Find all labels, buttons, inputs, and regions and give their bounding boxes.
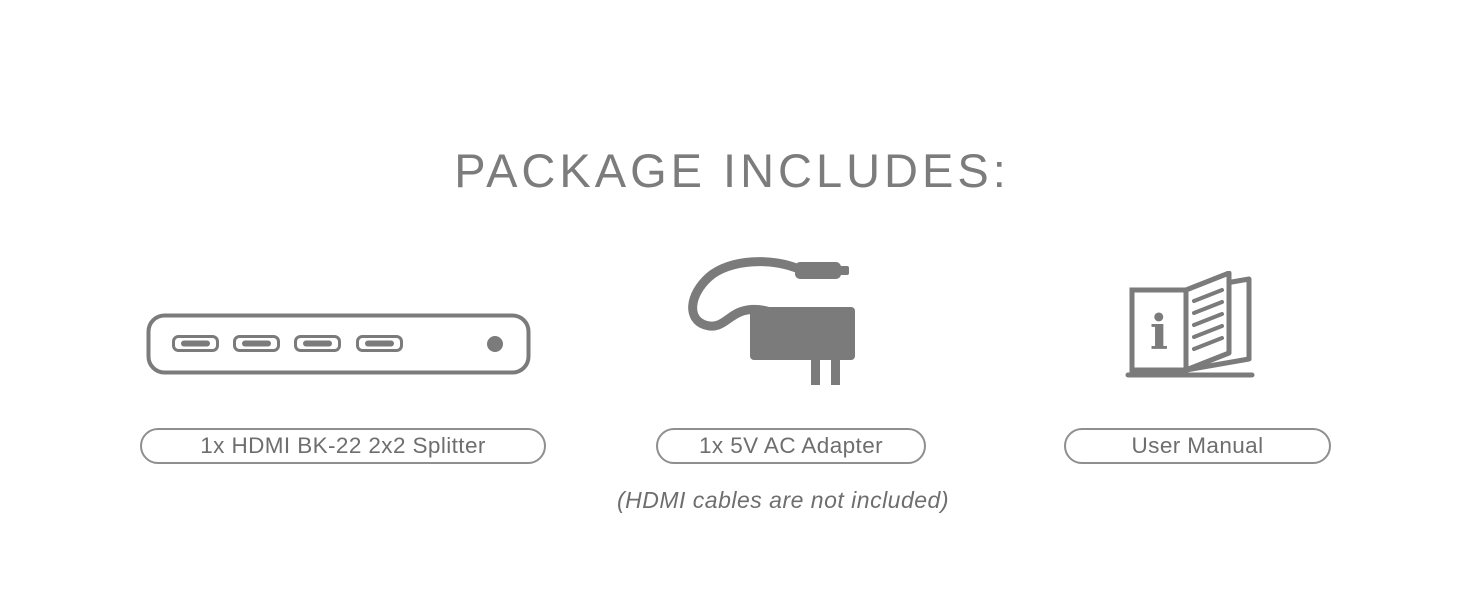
adapter-label: 1x 5V AC Adapter bbox=[698, 433, 884, 458]
manual-label: User Manual bbox=[1131, 433, 1264, 458]
user-manual-icon: i bbox=[1125, 270, 1255, 386]
svg-text:i: i bbox=[1150, 305, 1168, 361]
adapter-label-pill: 1x 5V AC Adapter bbox=[656, 428, 926, 464]
splitter-label: 1x HDMI BK-22 2x2 Splitter bbox=[200, 433, 486, 458]
hdmi-splitter-icon bbox=[146, 313, 531, 375]
page-title: PACKAGE INCLUDES: bbox=[454, 144, 1010, 197]
ac-adapter-icon bbox=[685, 253, 860, 388]
manual-label-pill: User Manual bbox=[1064, 428, 1331, 464]
splitter-label-pill: 1x HDMI BK-22 2x2 Splitter bbox=[140, 428, 546, 464]
cables-note: (HDMI cables are not included) bbox=[616, 487, 950, 513]
